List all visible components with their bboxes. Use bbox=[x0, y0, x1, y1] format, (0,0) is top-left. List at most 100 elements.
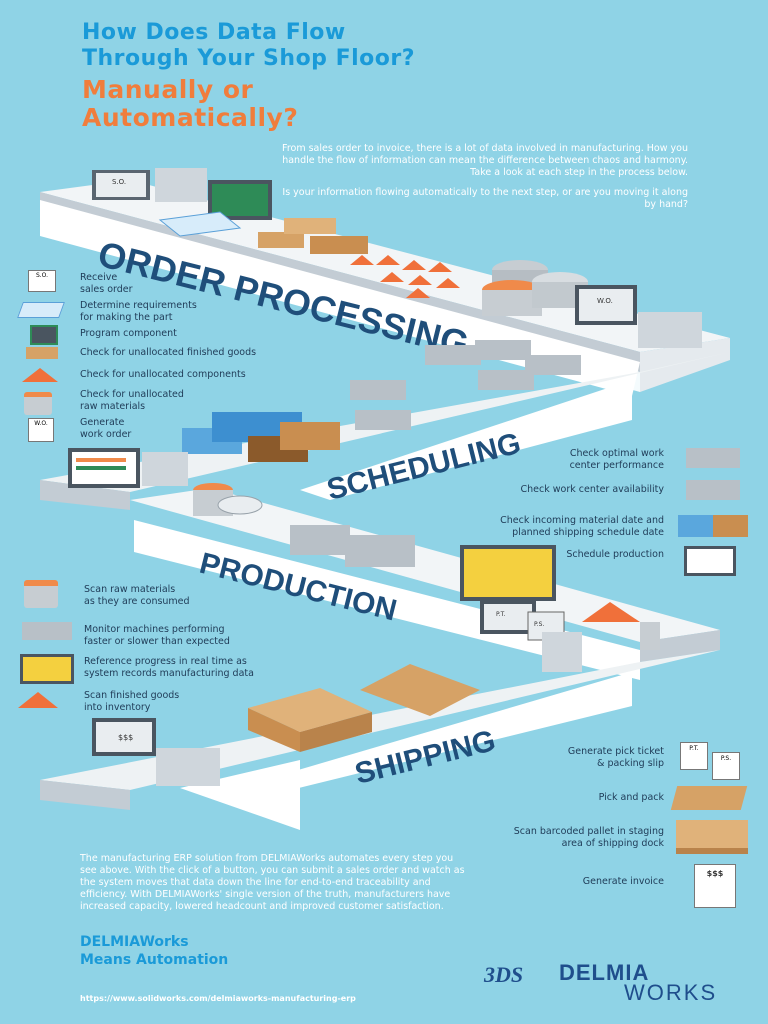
invoice-icon-text: $$$ bbox=[706, 869, 724, 878]
scheduling-step-schedule-label: Schedule production bbox=[566, 549, 664, 560]
scheduling-step-dates: Check incoming material date and planned… bbox=[424, 515, 664, 539]
subtitle-line-1: Manually or bbox=[82, 75, 254, 104]
invoice-icon: $$$ bbox=[694, 864, 736, 908]
scheduling-step-availability: Check work center availability bbox=[424, 484, 665, 496]
order-step-receive: Receive sales order bbox=[80, 272, 133, 296]
scheduling-step-performance-label: Check optimal work center performance bbox=[569, 448, 664, 471]
footer-url[interactable]: https://www.solidworks.com/delmiaworks-m… bbox=[80, 994, 356, 1003]
footer-text: The manufacturing ERP solution from DELM… bbox=[80, 853, 465, 912]
packing-slip-icon: P.S. bbox=[712, 752, 740, 780]
production-step-scan-raw-label: Scan raw materials as they are consumed bbox=[84, 584, 190, 607]
belt-production-side bbox=[640, 630, 720, 662]
production-monitor-icon bbox=[460, 545, 556, 601]
delmiaworks-logo: 3DS DELMIA WORKS bbox=[484, 960, 744, 1008]
tagline-line-2: Means Automation bbox=[80, 952, 229, 968]
shipping-arrow-head bbox=[180, 760, 300, 830]
shipping-band bbox=[230, 672, 632, 800]
shipping-step-pallet-label: Scan barcoded pallet in staging area of … bbox=[513, 826, 664, 849]
production-step-scan-raw: Scan raw materials as they are consumed bbox=[84, 584, 190, 608]
trucks-side-icon bbox=[678, 515, 748, 537]
tagline-line-1: DELMIAWorks bbox=[80, 934, 189, 950]
scheduling-step-dates-label: Check incoming material date and planned… bbox=[500, 515, 664, 538]
machine-monitor-icon bbox=[22, 622, 72, 640]
order-step-program: Program component bbox=[80, 328, 177, 340]
schedule-computer-icon bbox=[68, 448, 188, 488]
production-step-monitor: Monitor machines performing faster or sl… bbox=[84, 624, 230, 648]
scanner-drum-icon bbox=[193, 483, 263, 516]
production-machines-icon bbox=[290, 525, 415, 567]
scheduling-band bbox=[300, 380, 632, 500]
scan-pyramid-icon bbox=[582, 602, 660, 650]
work-order-icon-text: W.O. bbox=[34, 420, 48, 427]
open-box-belt-icon bbox=[360, 664, 480, 716]
boxes-group-icon bbox=[258, 218, 368, 254]
svg-text:S.O.: S.O. bbox=[112, 178, 126, 186]
trucks-icon bbox=[182, 412, 340, 462]
progress-monitor-icon bbox=[20, 654, 74, 684]
packing-slip-icon-text: P.S. bbox=[720, 755, 732, 762]
belt-turn-1 bbox=[640, 338, 730, 392]
logo-word-delmia: DELMIA bbox=[559, 960, 650, 985]
shipping-step-pick-ticket-label: Generate pick ticket & packing slip bbox=[567, 746, 664, 769]
raw-material-icon bbox=[24, 392, 52, 415]
title-line-1: How Does Data Flow bbox=[82, 20, 346, 45]
pallet-belt-icon bbox=[248, 688, 372, 752]
wo-computer-icon: W.O. bbox=[575, 285, 702, 348]
pallet-icon bbox=[676, 820, 748, 854]
subtitle-line-2: Automatically? bbox=[82, 103, 299, 132]
belt-production-top bbox=[130, 488, 720, 642]
pyramid-icon bbox=[22, 368, 58, 382]
3ds-logo-mark: 3DS bbox=[484, 962, 524, 987]
belt-scheduling-side bbox=[40, 480, 130, 510]
production-step-scan-goods-label: Scan finished goods into inventory bbox=[84, 690, 180, 713]
blueprint-doc-icon bbox=[158, 211, 242, 237]
production-step-scan-goods: Scan finished goods into inventory bbox=[84, 690, 179, 714]
svg-text:W.O.: W.O. bbox=[597, 297, 613, 305]
invoice-computer-icon: $$$ bbox=[92, 718, 220, 786]
production-step-reference-label: Reference progress in real time as syste… bbox=[84, 656, 254, 679]
pick-ticket-icon: P.T. bbox=[680, 742, 708, 770]
so-computer-icon: S.O. bbox=[92, 168, 207, 202]
sales-order-icon-text: S.O. bbox=[35, 272, 49, 279]
work-centers-icon bbox=[350, 340, 581, 430]
shipping-step-pick-ticket: Generate pick ticket & packing slip bbox=[424, 746, 664, 770]
title-line-2: Through Your Shop Floor? bbox=[82, 46, 415, 71]
svg-text:P.T.: P.T. bbox=[496, 611, 506, 618]
order-step-raw-materials: Check for unallocated raw materials bbox=[80, 389, 184, 413]
intro-text: From sales order to invoice, there is a … bbox=[280, 143, 688, 219]
monitor-icon bbox=[30, 325, 58, 345]
pick-ticket-icon-text: P.T. bbox=[689, 745, 699, 752]
order-step-finished-goods-label: Check for unallocated finished goods bbox=[80, 347, 257, 358]
raw-materials-drums-icon bbox=[482, 260, 588, 316]
shipping-step-invoice-label: Generate invoice bbox=[582, 876, 664, 887]
shipping-step-pallet: Scan barcoded pallet in staging area of … bbox=[424, 826, 664, 850]
belt-shipping-side bbox=[40, 780, 130, 810]
shipping-step-pick-pack: Pick and pack bbox=[424, 792, 664, 804]
scheduling-step-performance: Check optimal work center performance bbox=[424, 448, 664, 472]
work-order-icon: W.O. bbox=[28, 418, 54, 442]
order-step-finished-goods: Check for unallocated finished goods bbox=[80, 347, 256, 359]
sales-order-icon: S.O. bbox=[28, 270, 56, 292]
order-step-components-label: Check for unallocated components bbox=[80, 369, 246, 380]
production-step-monitor-label: Monitor machines performing faster or sl… bbox=[84, 624, 230, 647]
shipping-step-invoice: Generate invoice bbox=[424, 876, 664, 888]
components-pyramids-icon bbox=[350, 255, 460, 298]
scheduling-step-schedule: Schedule production bbox=[424, 549, 664, 561]
page-title: How Does Data Flow Through Your Shop Flo… bbox=[82, 20, 415, 72]
tagline: DELMIAWorks Means Automation bbox=[80, 933, 228, 969]
machine-check-icon bbox=[686, 480, 740, 500]
production-step-reference: Reference progress in real time as syste… bbox=[84, 656, 254, 680]
order-step-components: Check for unallocated components bbox=[80, 369, 246, 381]
svg-text:$$$: $$$ bbox=[118, 733, 133, 742]
machine-thumbs-up-icon bbox=[686, 448, 740, 468]
blueprint-icon bbox=[17, 302, 65, 318]
intro-paragraph-1: From sales order to invoice, there is a … bbox=[282, 143, 688, 178]
open-box-icon bbox=[670, 786, 748, 810]
svg-text:P.S.: P.S. bbox=[534, 621, 544, 628]
order-step-work-order-label: Generate work order bbox=[80, 417, 132, 440]
order-step-raw-materials-label: Check for unallocated raw materials bbox=[80, 389, 184, 412]
schedule-monitor-icon bbox=[684, 546, 736, 576]
intro-paragraph-2: Is your information flowing automaticall… bbox=[282, 187, 688, 210]
pt-ps-computer-icon: P.T. P.S. bbox=[480, 600, 582, 672]
